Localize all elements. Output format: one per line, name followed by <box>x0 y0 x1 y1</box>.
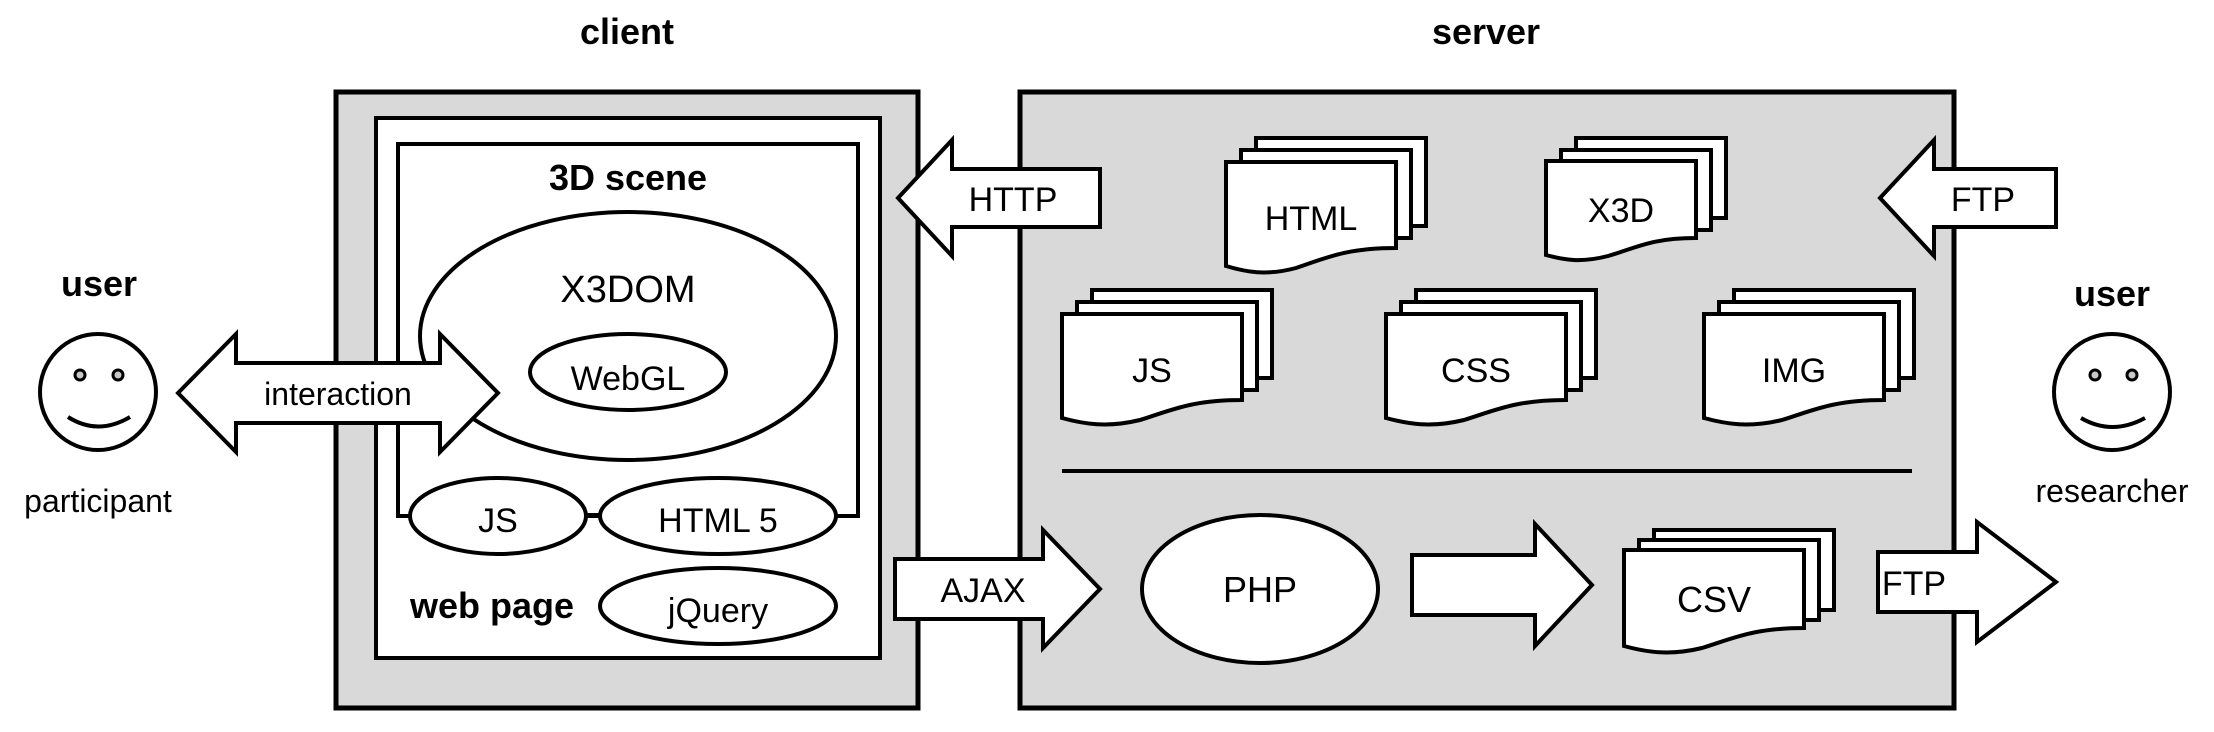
x3dom-label: X3DOM <box>560 269 695 311</box>
document-stack-html: HTML <box>1224 136 1428 275</box>
left-user-title: user <box>61 263 137 304</box>
ftp-out-label: FTP <box>1882 565 1946 603</box>
webgl-ellipse <box>528 332 728 412</box>
researcher-smiley-icon <box>2052 332 2172 452</box>
interaction-double-arrow <box>175 329 501 457</box>
js-label: JS <box>478 502 518 540</box>
php-ellipse <box>1140 513 1380 665</box>
3d-scene-title: 3D scene <box>549 157 707 198</box>
client-header: client <box>580 11 674 52</box>
http-label: HTTP <box>969 181 1058 219</box>
document-page-front <box>1384 312 1568 427</box>
document-stack-js: JS <box>1060 288 1274 427</box>
ajax-label: AJAX <box>940 572 1025 610</box>
document-label: CSS <box>1441 352 1511 390</box>
http-arrow <box>895 134 1102 262</box>
document-stack-csv: CSV <box>1622 528 1836 655</box>
participant-label: participant <box>24 483 172 519</box>
document-page-front <box>1060 312 1244 427</box>
document-stack-css: CSS <box>1384 288 1598 427</box>
html5-label: HTML 5 <box>658 502 778 540</box>
document-stack-img: IMG <box>1702 288 1916 427</box>
ajax-arrow <box>893 525 1103 653</box>
document-label: JS <box>1132 352 1172 390</box>
researcher-label: researcher <box>2036 473 2189 509</box>
document-label: CSV <box>1677 579 1751 620</box>
document-page-front <box>1702 312 1886 427</box>
html5-ellipse <box>598 476 838 556</box>
document-label: X3D <box>1588 192 1654 230</box>
interaction-label: interaction <box>264 376 412 412</box>
ftp-in-arrow <box>1877 134 2058 262</box>
document-label: HTML <box>1265 200 1358 238</box>
ftp-in-label: FTP <box>1951 181 2015 219</box>
web-page-title: web page <box>409 585 574 626</box>
document-page-front <box>1224 160 1398 275</box>
server-header: server <box>1432 11 1540 52</box>
right-user-title: user <box>2074 273 2150 314</box>
php-to-csv-arrow <box>1410 518 1595 652</box>
document-stack-x3d: X3D <box>1544 136 1728 263</box>
js-ellipse <box>408 476 588 556</box>
php-label: PHP <box>1223 569 1297 610</box>
webgl-label: WebGL <box>571 360 686 398</box>
document-label: IMG <box>1762 352 1826 390</box>
jquery-ellipse <box>598 566 838 646</box>
document-page-front <box>1622 548 1806 655</box>
ftp-out-arrow <box>1876 517 2060 647</box>
participant-smiley-icon <box>38 332 158 452</box>
jquery-label: jQuery <box>667 592 768 630</box>
document-page-front <box>1544 159 1698 263</box>
